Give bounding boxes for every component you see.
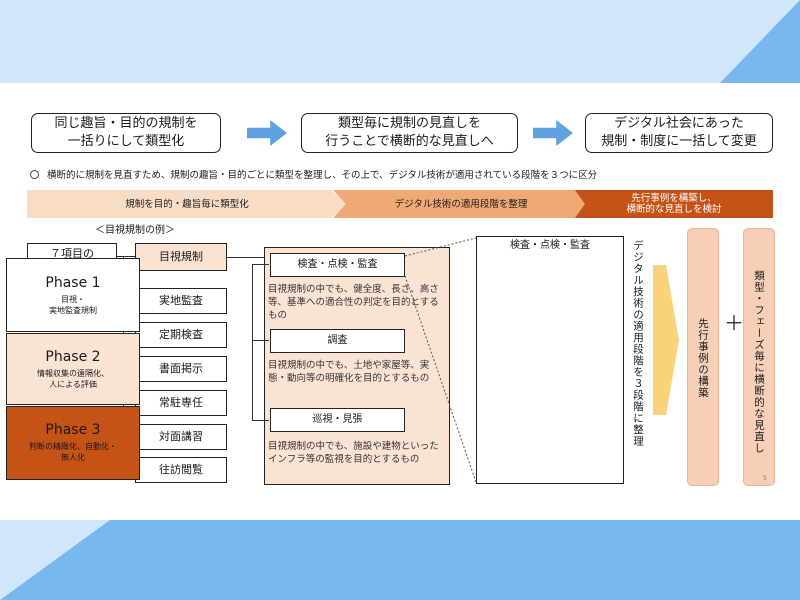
category-inspection: 検査・点検・監査	[270, 253, 405, 277]
summary-bullet: 横断的に規制を見直すため、規制の趣旨・目的ごとに類型を整理し、その上で、デジタル…	[30, 170, 597, 182]
bullet-circle-icon	[30, 170, 39, 179]
footer-band	[0, 520, 800, 600]
regulation-item: 往訪閲覧	[135, 457, 227, 483]
result-precedent-box	[687, 228, 719, 486]
visual-connector	[227, 257, 264, 259]
chevron-step-3: 先行事例を構築し、 横断的な見直しを検討	[575, 190, 773, 218]
category-patrol-desc: 目視規制の中でも、施設や建物といったインフラ等の監視を目的とするもの	[268, 441, 439, 465]
detail-tree-trunk	[252, 264, 254, 421]
phase-2-sub: 情報収集の遠隔化、 人による評価	[37, 369, 109, 389]
detail-tree-branch	[252, 420, 269, 422]
phase-1: Phase 1 目視・ 実地監査規制	[6, 258, 140, 332]
phase-3-title: Phase 3	[45, 422, 101, 438]
flow-step-grouping: 同じ趣旨・目的の規制を 一括りにして類型化	[31, 113, 221, 153]
phase-1-title: Phase 1	[45, 275, 101, 291]
result-crosscutting: 類型・フェーズ毎に横断的な見直し	[753, 270, 765, 454]
phase-2: Phase 2 情報収集の遠隔化、 人による評価	[6, 333, 140, 405]
progress-arrow	[653, 265, 679, 415]
regulation-visual: 目視規制	[135, 243, 227, 271]
phase-panel-title: 検査・点検・監査	[510, 240, 590, 251]
flow-step-review: 類型毎に規制の見直しを 行うことで横断的な見直しへ	[301, 113, 518, 153]
flow-arrow-2	[533, 120, 573, 146]
result-crosscutting-box	[743, 228, 775, 486]
phase-1-sub: 目視・ 実地監査規制	[49, 295, 97, 315]
detail-tree-branch	[252, 264, 269, 266]
category-patrol: 巡視・見張	[270, 408, 405, 432]
tree-connector	[117, 256, 135, 258]
flow-arrow-1	[247, 120, 287, 146]
flow-step-change: デジタル社会にあった 規制・制度に一括して変更	[585, 113, 773, 153]
category-survey-desc: 目視規制の中でも、土地や家屋等、実態・動向等の明確化を目的とするもの	[268, 360, 430, 384]
chevron-step-2: デジタル技術の適用段階を整理	[333, 190, 589, 218]
example-label: ＜目視規制の例＞	[95, 225, 175, 236]
regulation-item: 実地監査	[135, 288, 227, 314]
page-number: 5	[763, 475, 767, 482]
header-band	[0, 0, 800, 83]
phase-panel	[476, 236, 624, 484]
visual-regulation-detail-panel	[264, 247, 450, 485]
regulation-item: 対面講習	[135, 424, 227, 450]
detail-tree-branch	[252, 340, 269, 342]
regulation-item: 常駐専任	[135, 390, 227, 416]
phase-3-sub: 判断の精緻化、自動化・ 無人化	[29, 442, 117, 462]
regulation-item: 定期検査	[135, 322, 227, 348]
regulation-item: 書面掲示	[135, 356, 227, 382]
phase-3: Phase 3 判断の精緻化、自動化・ 無人化	[6, 406, 140, 480]
category-inspection-desc: 目視規制の中でも、健全度、長さ、高さ等、基準への適合性の判定を目的とするもの	[268, 284, 439, 321]
digital-stage-note: デジタル技術の適用段階を３段階に整理	[632, 240, 644, 447]
result-precedent: 先行事例の構築	[697, 318, 709, 399]
projection-lines	[404, 237, 477, 483]
chevron-step-1: 規制を目的・趣旨毎に類型化	[27, 190, 347, 218]
plus-icon: ＋	[724, 311, 744, 335]
phase-2-title: Phase 2	[45, 349, 101, 365]
category-survey: 調査	[270, 329, 405, 353]
